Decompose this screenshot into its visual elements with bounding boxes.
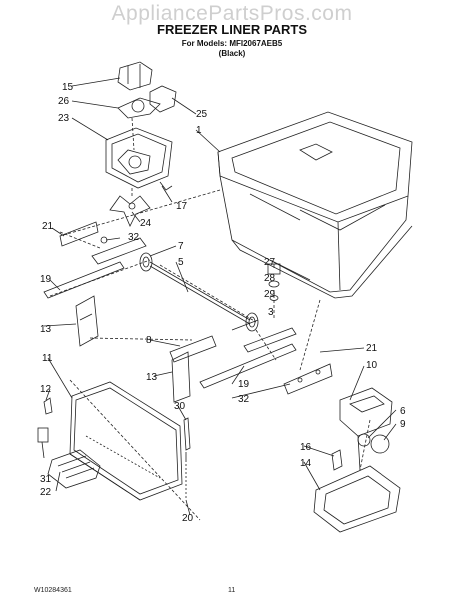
callout-label: 5: [178, 257, 184, 268]
callout-label: 15: [62, 82, 74, 93]
callout-label: 19: [238, 379, 250, 390]
callout-leaders: [41, 77, 397, 516]
callout-label: 25: [196, 109, 208, 120]
callout-label: 27: [264, 257, 276, 268]
pinion-rod-assembly: [139, 252, 259, 332]
right-rail-parts: [169, 327, 333, 403]
callout-label: 12: [40, 384, 52, 395]
callout-label: 32: [128, 232, 140, 243]
callout-label: 30: [174, 401, 186, 412]
callout-label: 31: [40, 474, 52, 485]
callout-label: 20: [182, 513, 194, 524]
assembly-leader-lines: [49, 117, 371, 521]
page-title: FREEZER LINER PARTS: [157, 22, 307, 37]
callout-label: 13: [146, 372, 158, 383]
left-slide: [75, 295, 99, 347]
callout-label: 9: [400, 419, 406, 430]
callout-label: 14: [300, 458, 312, 469]
thermistor-and-tube: [183, 417, 191, 498]
callout-label: 17: [176, 201, 188, 212]
part-drawings: [37, 61, 413, 533]
callout-label: 10: [366, 360, 378, 371]
models-subtitle: For Models: MFI2067AEB5 (Black): [0, 39, 464, 59]
freezer-liner-bin: [217, 111, 413, 299]
light-housing-assembly: [313, 387, 401, 533]
callout-label: 1: [196, 125, 202, 136]
callout-label: 7: [178, 241, 184, 252]
left-rail-parts: [43, 221, 147, 299]
callout-label: 11: [42, 353, 53, 364]
callout-label: 6: [400, 406, 406, 417]
callout-label: 26: [58, 96, 70, 107]
callout-label: 16: [300, 442, 312, 453]
callout-label: 19: [40, 274, 52, 285]
callout-numbers: 15 26 23 25 1 17 24 21 32 7 5 19 27 28 2…: [40, 82, 406, 524]
small-front-parts: [37, 397, 101, 489]
callout-label: 29: [264, 289, 276, 300]
callout-label: 24: [140, 218, 152, 229]
callout-label: 3: [268, 307, 274, 318]
fan-motor-assembly: [105, 61, 177, 227]
page-number: 11: [228, 587, 236, 594]
callout-label: 8: [146, 335, 152, 346]
callout-label: 13: [40, 324, 52, 335]
color-line: (Black): [218, 49, 246, 58]
callout-label: 32: [238, 394, 250, 405]
callout-label: 22: [40, 487, 52, 498]
callout-label: 28: [264, 273, 276, 284]
models-line: For Models: MFI2067AEB5: [181, 39, 283, 48]
document-number: W10284361: [34, 587, 72, 594]
callout-label: 21: [366, 343, 378, 354]
callout-label: 21: [42, 221, 54, 232]
watermark: AppliancePartsPros.com: [111, 2, 353, 25]
callout-label: 23: [58, 113, 70, 124]
front-cover-panel: [69, 381, 183, 501]
